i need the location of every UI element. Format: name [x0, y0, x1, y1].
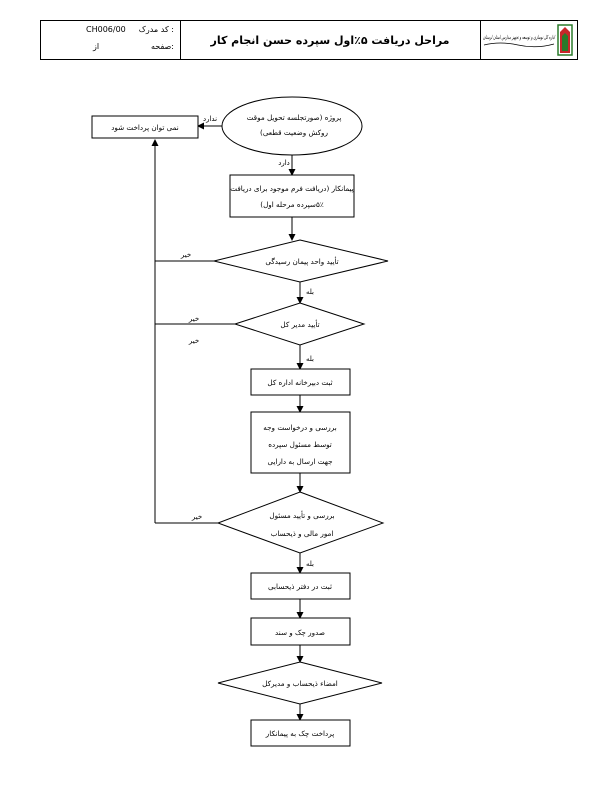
edge-label-no-finance: خیر [191, 513, 202, 521]
finance-text-line1: بررسی و تأیید مسئول [269, 510, 334, 520]
logo-text: اداره کل نوسازی و توسعه و تجهیز مدارس اس… [483, 34, 556, 41]
sign-diamond [217, 661, 383, 705]
cannot-pay-text: نمی توان پرداخت شود [111, 123, 179, 132]
pay-contractor-text: پرداخت چک به پیمانکار [265, 729, 334, 738]
finance-text-line2: امور مالی و ذیحساب [271, 529, 334, 538]
header-divider [480, 20, 481, 60]
start-text-line2: روکش وضعیت قطعی) [260, 128, 328, 137]
page-of-label: از [93, 42, 100, 51]
register-accounting-text: ثبت در دفتر ذیحسابی [268, 582, 332, 591]
register-secretariat-text: ثبت دبیرخانه اداره کل [267, 378, 332, 387]
title-cell: مراحل دریافت ۵٪اول سپرده حسن انجام کار [180, 20, 480, 60]
approve-unit-text: تأیید واحد پیمان رسیدگی [265, 256, 338, 266]
edge-label-no-director: خیر [188, 315, 199, 323]
pay-contractor-box [250, 719, 351, 747]
header-divider [180, 20, 181, 60]
edge-label-yes-unit: بله [306, 288, 314, 296]
contractor-text-line1: پیمانکار (دریافت فرم موجود برای دریافت [230, 184, 353, 193]
review-box [250, 411, 351, 474]
start-text-line1: پروژه (صورتجلسه تحویل موقت [247, 113, 342, 122]
flow-connectors [151, 122, 304, 721]
issue-check-text: صدور چک و سند [275, 628, 325, 637]
edge-label-no-unit: خیر [180, 251, 191, 259]
document-header: کد مدرک : CH006/00 صفحه: از مراحل دریافت… [40, 20, 578, 60]
register-secretariat-box [250, 368, 351, 396]
page-title: مراحل دریافت ۵٪اول سپرده حسن انجام کار [210, 33, 450, 47]
page-label: صفحه: [151, 42, 174, 51]
review-text-line2: توسط مسئول سپرده [268, 440, 332, 449]
register-accounting-box [250, 572, 351, 600]
finance-diamond [216, 491, 385, 554]
cannot-pay-box [91, 115, 199, 139]
sign-text: امضاء ذیحساب و مدیرکل [262, 679, 338, 688]
approve-director-diamond [233, 302, 366, 346]
edge-label-yes-finance: بله [306, 560, 314, 568]
approve-unit-diamond [213, 239, 389, 283]
issue-check-box [250, 617, 351, 646]
doc-code-label: کد مدرک : [138, 25, 174, 34]
edge-label-darad: دارد [278, 159, 290, 167]
edge-label-nadarad: ندارد [203, 115, 217, 123]
review-text-line3: جهت ارسال به دارایی [267, 457, 332, 466]
edge-label-yes-director: بله [306, 355, 314, 363]
doc-code-value: CH006/00 [86, 25, 126, 34]
start-ellipse [221, 96, 363, 156]
approve-director-text: تأیید مدیر کل [280, 319, 319, 329]
organization-logo: اداره کل نوسازی و توسعه و تجهیز مدارس اس… [483, 24, 573, 56]
document-code-cell: کد مدرک : CH006/00 صفحه: از [40, 20, 180, 60]
logo-cell: اداره کل نوسازی و توسعه و تجهیز مدارس اس… [480, 20, 578, 60]
contractor-box [229, 174, 355, 218]
contractor-text-line2: ۵٪سپرده مرحله اول) [260, 200, 324, 209]
edge-label-no-director-2: خیر [188, 337, 199, 345]
review-text-line1: بررسی و درخواست وجه [263, 423, 336, 432]
flow-nodes [91, 96, 389, 747]
